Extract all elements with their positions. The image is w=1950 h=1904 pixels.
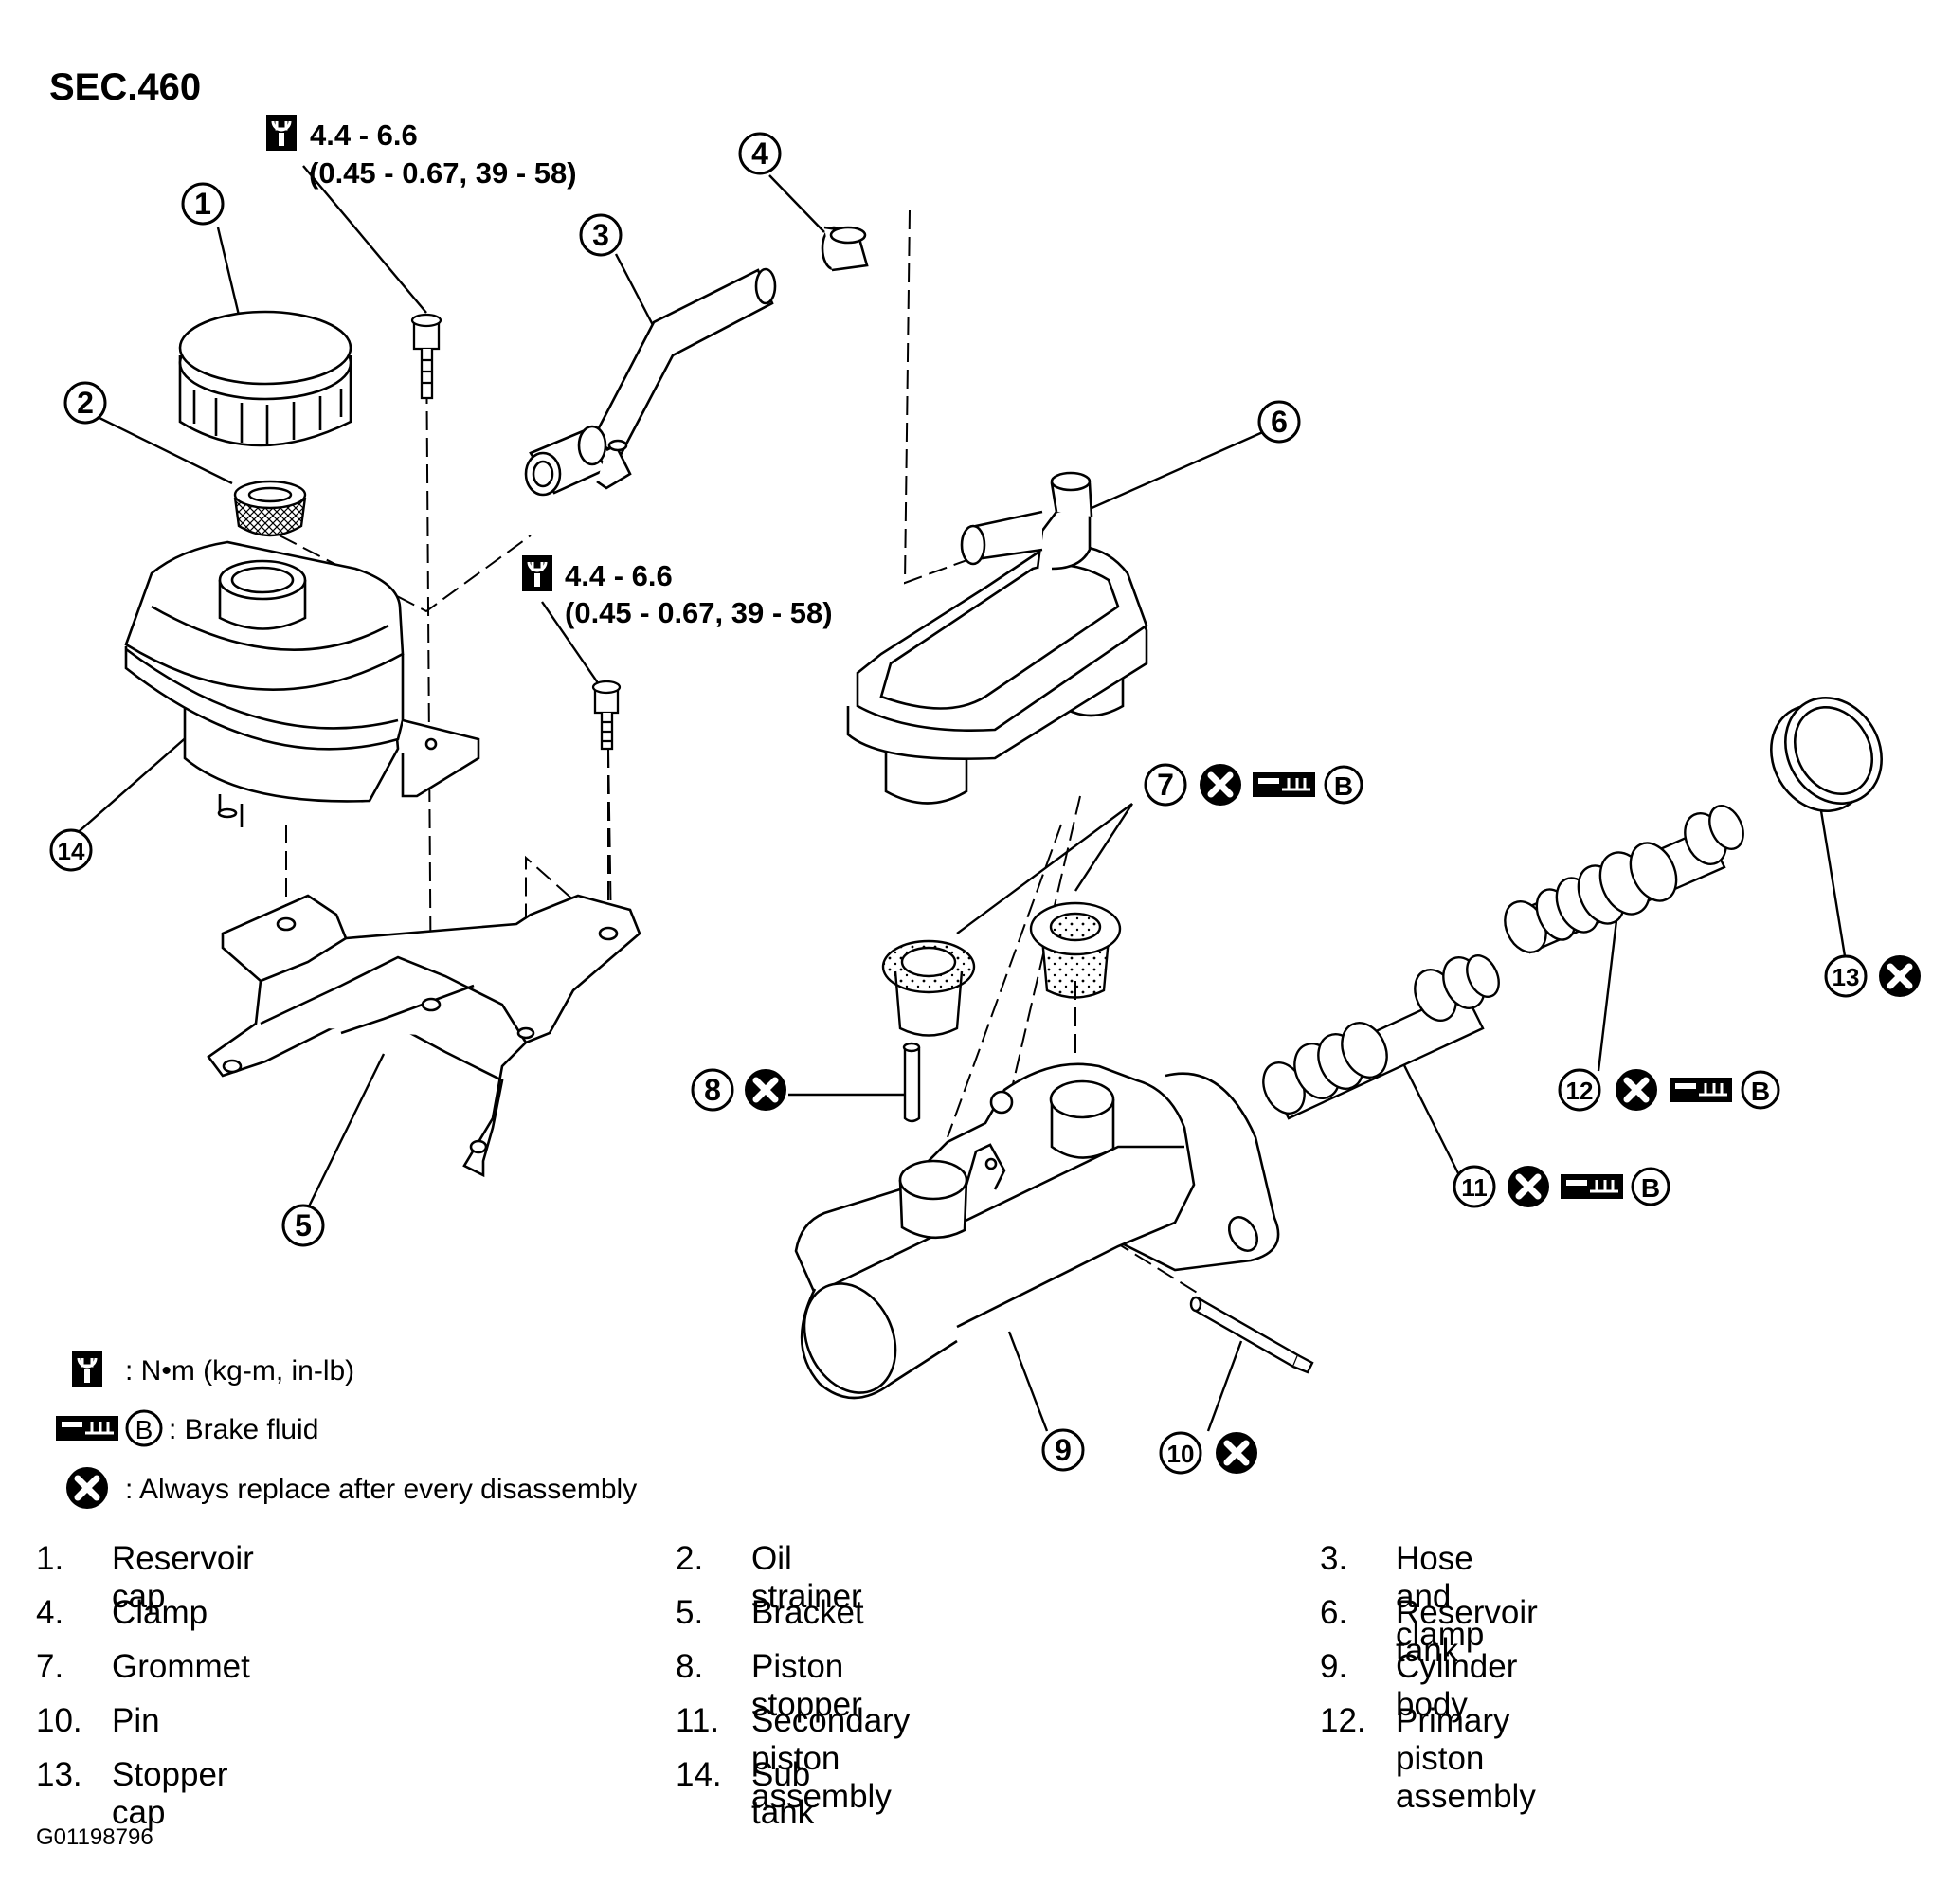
- callout-5: 5: [281, 1204, 325, 1247]
- svg-text:3: 3: [592, 218, 609, 252]
- callout-9: 9: [1041, 1428, 1085, 1472]
- piston-stopper: [902, 1042, 921, 1123]
- callout-14: 14: [49, 828, 93, 872]
- legend-brake-fluid: : Brake fluid: [169, 1414, 318, 1445]
- hose-and-clamp: [524, 267, 777, 497]
- svg-text:12: 12: [1566, 1077, 1594, 1105]
- torque-wrench-icon: [264, 113, 298, 153]
- mounting-bolt-lower: [591, 680, 622, 751]
- assembly-dash-lines: [279, 209, 1200, 1295]
- replace-x-icon: [1508, 1166, 1549, 1207]
- callout-1: 1: [181, 182, 225, 226]
- oil-strainer: [233, 480, 307, 537]
- replace-x-icon: [66, 1467, 108, 1509]
- callout-8: 8: [691, 1068, 734, 1112]
- callout-7: 7: [1144, 763, 1187, 807]
- svg-text:B: B: [1641, 1173, 1660, 1203]
- torque-spec-1: 4.4 - 6.6 (0.45 - 0.67, 39 - 58): [264, 113, 577, 190]
- svg-text:2: 2: [77, 386, 94, 420]
- svg-text:10: 10: [1167, 1440, 1195, 1468]
- callout-10: 10: [1159, 1431, 1202, 1475]
- replace-x-icon: [745, 1069, 786, 1111]
- torque-2-alt: (0.45 - 0.67, 39 - 58): [565, 596, 833, 629]
- replace-x-icon: [1879, 955, 1921, 997]
- callout-3: 3: [579, 213, 623, 257]
- legend: : N•m (kg-m, in-lb) B : Brake fluid : Al…: [54, 1350, 637, 1509]
- torque-wrench-icon: [70, 1350, 104, 1389]
- callout-11: 11: [1453, 1165, 1496, 1208]
- brake-fluid-icon: [1559, 1172, 1625, 1201]
- stopper-cap: [1770, 697, 1883, 812]
- reservoir-cap: [178, 310, 352, 447]
- callout-13: 13: [1824, 954, 1868, 998]
- leader-lines: [73, 165, 1848, 1432]
- callout-12: 12: [1558, 1068, 1601, 1112]
- fluid-letter-12: B: [1741, 1070, 1780, 1110]
- bracket: [207, 894, 641, 1178]
- torque-1-alt: (0.45 - 0.67, 39 - 58): [309, 156, 577, 190]
- section-title: SEC.460: [49, 66, 201, 108]
- brake-fluid-icon: [54, 1414, 120, 1442]
- grommet-right: [1029, 901, 1122, 999]
- callout-2: 2: [63, 381, 107, 425]
- callout-6: 6: [1257, 400, 1301, 444]
- svg-text:8: 8: [704, 1073, 721, 1107]
- callout-4: 4: [738, 132, 782, 175]
- pin: [1189, 1296, 1314, 1374]
- legend-fluid-letter: B: [125, 1409, 163, 1447]
- svg-text:5: 5: [295, 1208, 312, 1242]
- svg-text:6: 6: [1271, 405, 1288, 439]
- svg-text:14: 14: [58, 837, 85, 865]
- svg-text:1: 1: [194, 187, 211, 221]
- legend-torque-units: : N•m (kg-m, in-lb): [125, 1355, 354, 1387]
- cylinder-body: [794, 1062, 1280, 1400]
- svg-text:4: 4: [751, 136, 768, 171]
- svg-text:B: B: [135, 1415, 153, 1444]
- svg-text:13: 13: [1833, 963, 1860, 991]
- figure-code: G01198796: [36, 1824, 153, 1850]
- svg-text:9: 9: [1055, 1433, 1072, 1467]
- svg-text:7: 7: [1157, 768, 1174, 802]
- svg-text:B: B: [1751, 1077, 1770, 1106]
- callout-symbols: B B B: [745, 764, 1921, 1474]
- sub-tank: [124, 540, 480, 827]
- replace-x-icon: [1616, 1069, 1657, 1111]
- reservoir-tank: [846, 471, 1148, 805]
- torque-1-value: 4.4 - 6.6: [310, 118, 418, 152]
- master-cylinder-exploded-diagram: SEC.460 4.4 - 6.6 (0.45 - 0.67, 39 - 58)…: [49, 66, 1950, 1540]
- legend-replace: : Always replace after every disassembly: [125, 1474, 637, 1505]
- primary-piston-assembly: [1504, 805, 1744, 954]
- svg-text:B: B: [1334, 771, 1353, 801]
- brake-fluid-icon: [1668, 1076, 1734, 1104]
- brake-fluid-icon: [1251, 771, 1317, 799]
- replace-x-icon: [1200, 764, 1241, 806]
- secondary-piston-assembly: [1262, 954, 1500, 1120]
- torque-spec-2: 4.4 - 6.6 (0.45 - 0.67, 39 - 58): [520, 553, 833, 629]
- svg-text:11: 11: [1461, 1173, 1488, 1202]
- clamp: [821, 226, 869, 272]
- torque-wrench-icon: [520, 553, 554, 593]
- grommet-left: [881, 939, 976, 1037]
- replace-x-icon: [1216, 1432, 1257, 1474]
- fluid-letter-11: B: [1631, 1167, 1670, 1206]
- torque-2-value: 4.4 - 6.6: [565, 559, 673, 592]
- fluid-letter-7: B: [1324, 765, 1363, 805]
- callouts: 1 2 3 4 5 6 7 8 9 10 11 12 13 14: [49, 132, 1868, 1475]
- mounting-bolt-upper: [410, 313, 442, 400]
